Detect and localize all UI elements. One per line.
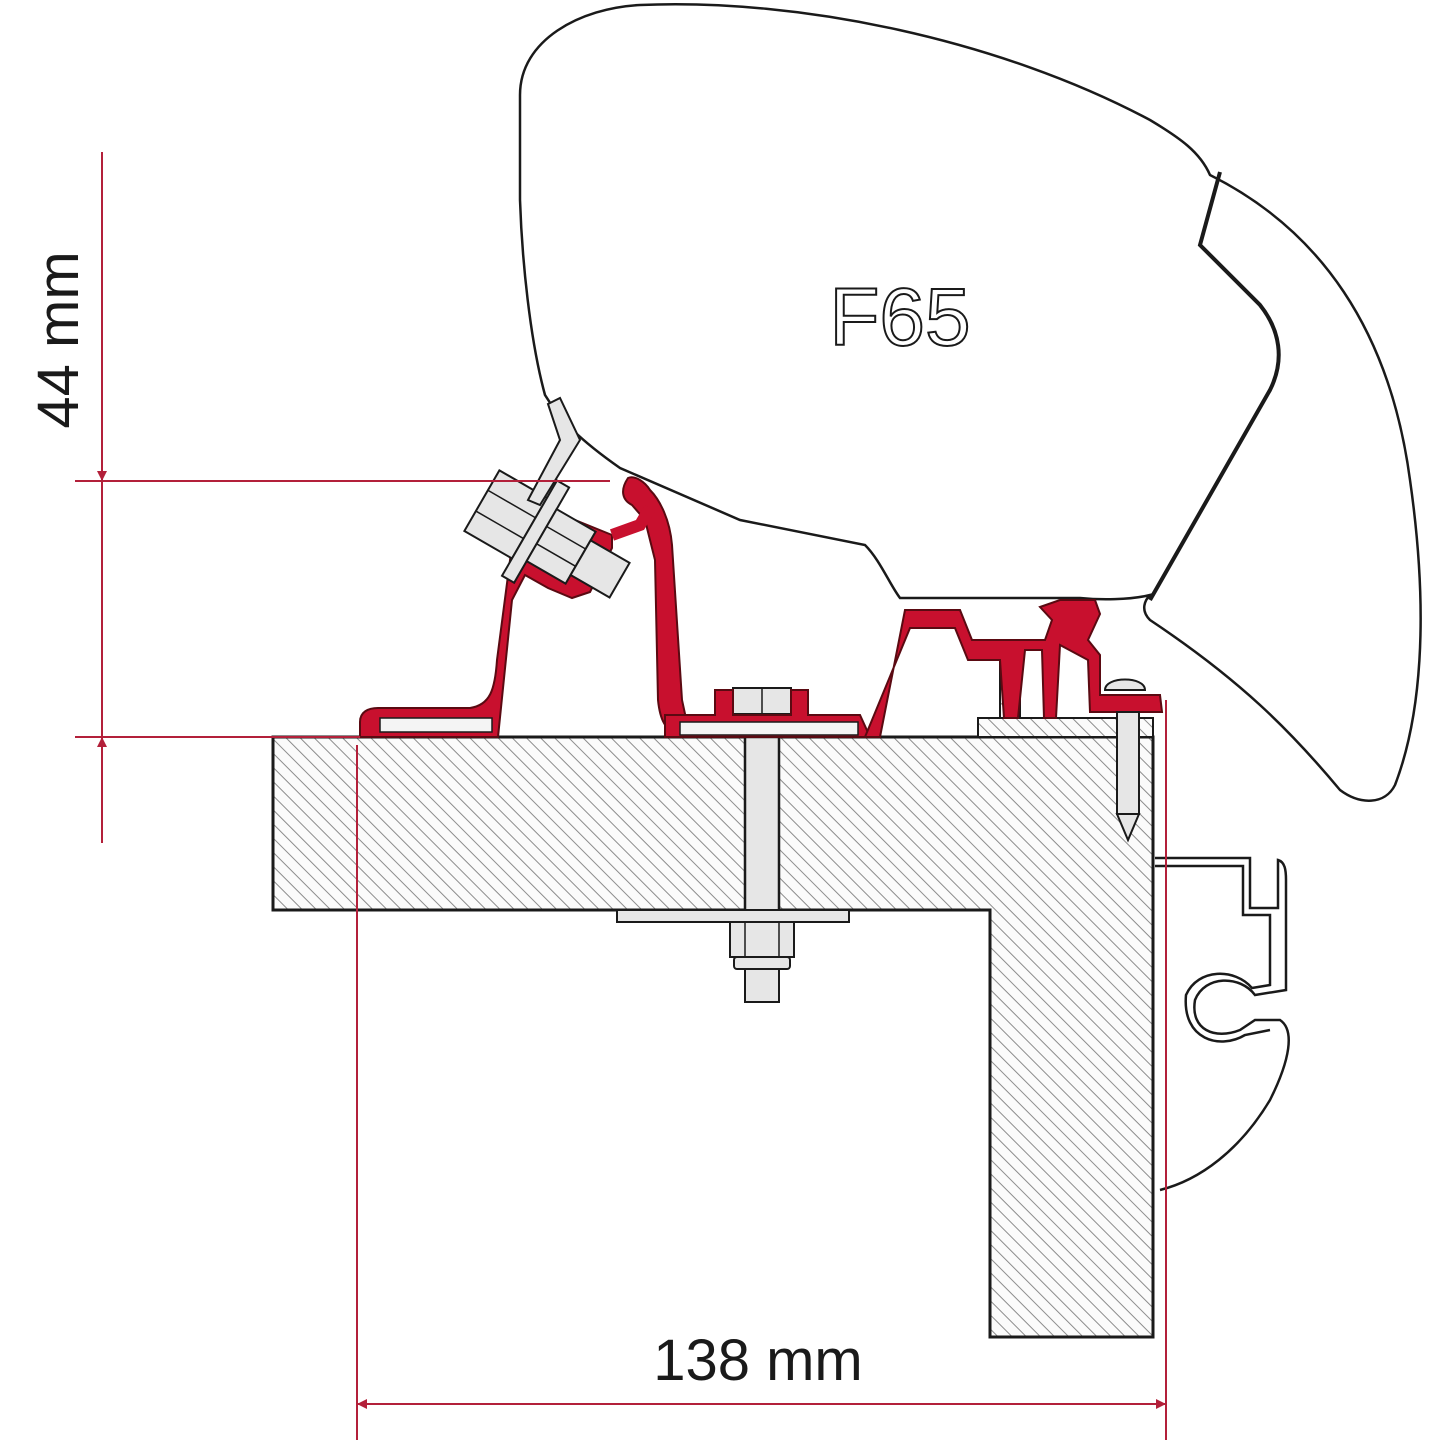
- dimension-height: [75, 152, 610, 843]
- dimension-width: [356, 700, 1167, 1440]
- wood-screw: [1103, 678, 1147, 843]
- mounting-block: [271, 647, 1155, 1339]
- model-label: F65: [829, 272, 970, 363]
- height-dimension-label: 44 mm: [26, 251, 91, 428]
- width-dimension-label: 138 mm: [653, 1328, 863, 1393]
- awning-housing: F65: [518, 3, 1422, 802]
- through-bolt: [616, 687, 850, 1003]
- clamp-plate: [526, 396, 582, 507]
- clamp-bolt: [463, 468, 631, 599]
- side-rail: [1155, 856, 1290, 1192]
